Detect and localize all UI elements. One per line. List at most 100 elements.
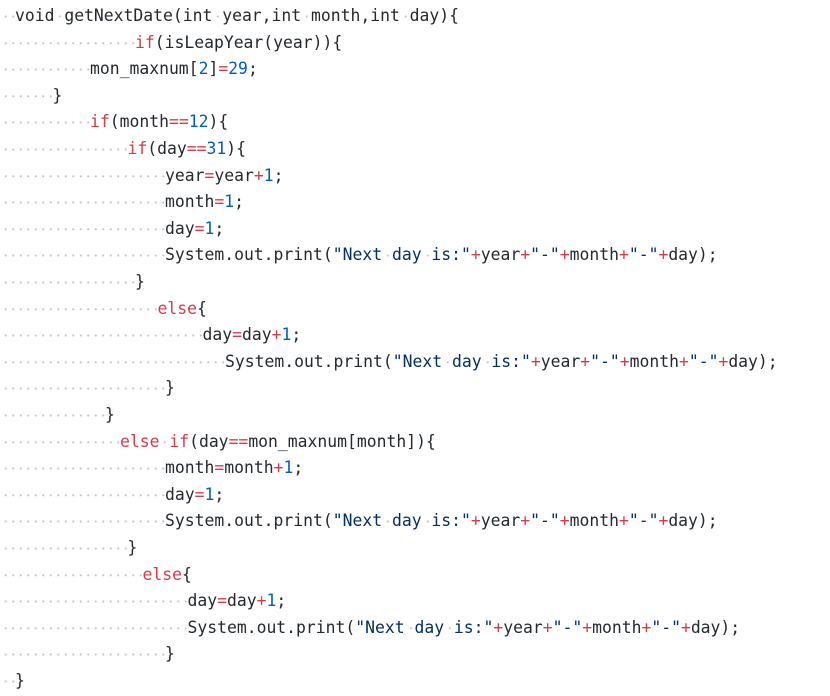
code-token-op: + (273, 458, 284, 478)
code-token-txt: month (224, 458, 274, 478)
code-token-str: "-" (590, 351, 620, 371)
code-line[interactable]: } (0, 668, 25, 695)
code-token-txt: (day (189, 431, 229, 451)
code-token-txt: } (127, 538, 138, 557)
code-line[interactable]: day=day+1; (0, 588, 286, 615)
code-token-txt: System.out.print( (225, 351, 393, 371)
code-token-txt: ; (293, 458, 304, 478)
indent-whitespace (0, 561, 143, 589)
code-token-txt: month (569, 511, 619, 531)
code-line[interactable]: day=1; (0, 215, 224, 243)
code-token-txt: } (15, 671, 25, 690)
code-token-str: "-" (530, 245, 560, 265)
code-token-str: "-" (530, 511, 560, 531)
code-token-txt: day (202, 325, 233, 345)
code-token-str: "-" (651, 617, 681, 637)
code-token-txt: year (480, 245, 521, 265)
code-token-op: == (186, 139, 207, 158)
code-token-op: + (580, 351, 591, 371)
code-line[interactable]: mon_maxnum[2]=29; (0, 56, 258, 83)
indent-whitespace (0, 3, 15, 30)
code-token-op: + (559, 511, 570, 531)
indent-whitespace (0, 535, 128, 562)
code-token-str: "Next (332, 511, 383, 531)
code-token-op: + (658, 245, 669, 265)
code-line[interactable]: } (0, 269, 145, 296)
code-token-txt: day (226, 591, 257, 611)
code-token-str: "-" (628, 245, 659, 265)
code-token-op: + (271, 325, 282, 345)
code-token-txt: ){ (226, 139, 246, 158)
indent-whitespace (0, 614, 188, 642)
space-whitespace (442, 348, 452, 376)
code-token-txt: month (165, 458, 215, 478)
code-token-txt: System.out.print( (165, 511, 333, 531)
code-token-txt: day (187, 591, 218, 611)
code-token-txt: day){ (409, 6, 459, 25)
code-line[interactable]: } (0, 375, 175, 402)
code-token-op: + (618, 511, 629, 531)
code-line[interactable]: } (0, 641, 175, 668)
code-token-txt: year (480, 511, 521, 531)
code-line[interactable]: else{ (0, 295, 207, 323)
code-token-txt: year (540, 351, 581, 371)
code-token-kw: if (135, 32, 155, 52)
indent-whitespace (0, 322, 203, 349)
code-token-str: is:" (453, 617, 494, 637)
code-token-op: + (470, 511, 481, 531)
indent-whitespace (0, 348, 225, 376)
code-line[interactable]: month=month+1; (0, 455, 303, 482)
code-token-txt: day); (668, 245, 718, 265)
code-token-num: 31 (206, 139, 227, 158)
code-line[interactable]: } (0, 535, 137, 562)
code-token-op: + (618, 245, 629, 265)
code-token-txt: day (165, 218, 195, 238)
code-token-op: + (582, 617, 593, 637)
code-token-txt: month (592, 617, 642, 637)
code-token-txt: ] (208, 59, 219, 79)
code-line[interactable]: if(isLeapYear(year)){ (0, 29, 342, 57)
code-line[interactable]: if(day==31){ (0, 136, 246, 163)
code-token-txt: } (165, 644, 175, 664)
code-line[interactable]: else{ (0, 561, 192, 589)
code-line[interactable]: day=day+1; (0, 322, 301, 349)
code-token-str: day (414, 617, 445, 637)
code-token-op: = (217, 591, 227, 611)
code-token-txt: year,int (222, 6, 302, 25)
code-token-op: + (542, 617, 553, 637)
indent-whitespace (0, 136, 128, 163)
code-token-txt: day (241, 325, 272, 345)
code-token-num: 1 (263, 165, 274, 185)
code-token-op: == (168, 112, 189, 132)
code-token-num: 1 (281, 325, 292, 345)
space-whitespace (382, 242, 392, 269)
indent-whitespace (0, 428, 120, 456)
space-whitespace (212, 3, 223, 30)
code-line[interactable]: day=1; (0, 481, 225, 509)
code-token-txt: ; (276, 591, 287, 611)
code-token-num: 1 (283, 458, 294, 478)
code-token-num: 2 (198, 59, 209, 79)
code-token-txt: System.out.print( (187, 617, 356, 637)
code-token-op: + (253, 165, 264, 185)
code-token-num: 1 (266, 591, 277, 611)
indent-whitespace (0, 29, 135, 57)
code-line[interactable]: } (0, 402, 115, 429)
code-token-txt: ; (214, 484, 225, 504)
code-line[interactable]: } (0, 82, 62, 110)
code-token-txt: month (165, 192, 215, 212)
space-whitespace (481, 348, 492, 376)
code-line[interactable]: if(month==12){ (0, 109, 228, 136)
code-line[interactable]: month=1; (0, 189, 244, 216)
code-token-op: == (228, 431, 249, 451)
code-line[interactable]: year=year+1; (0, 162, 283, 190)
code-token-txt: ; (291, 325, 302, 345)
code-token-str: "Next (392, 351, 443, 371)
